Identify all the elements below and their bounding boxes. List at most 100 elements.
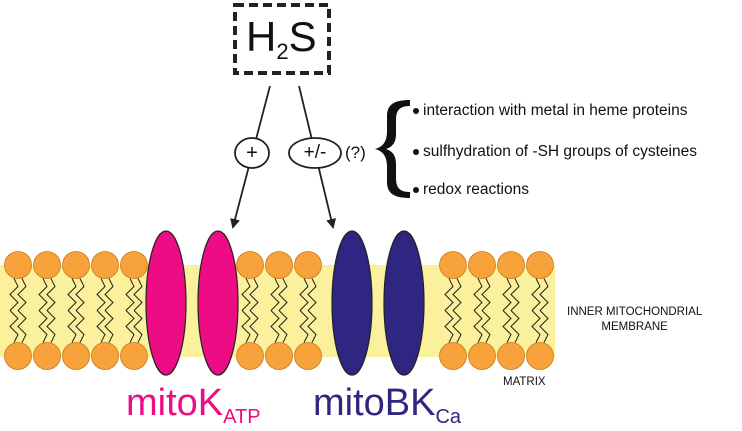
lipid-tail — [299, 278, 309, 311]
lipid-tail — [481, 310, 491, 343]
bkca-channel-label: mitoBKCa — [313, 380, 461, 431]
lipid-head — [33, 342, 61, 370]
katp-effect-sign: + — [246, 142, 258, 164]
bkca-effect-sign: +/- — [303, 142, 327, 163]
lipid-tail — [452, 278, 462, 311]
lipid-head — [4, 251, 32, 279]
lipid-tail — [46, 310, 56, 343]
lipid-head — [439, 342, 467, 370]
lipid-head — [497, 251, 525, 279]
lipid-tail — [307, 278, 317, 311]
lipid-tail — [9, 278, 19, 311]
lipid-head — [439, 251, 467, 279]
lipid-tail — [133, 278, 143, 311]
lipid-tail — [531, 310, 541, 343]
h2s-main: H — [246, 13, 277, 60]
lipid-tail — [241, 278, 251, 311]
lipid-tail — [96, 310, 106, 343]
bkca-channel-right — [383, 230, 425, 376]
lipid-tail — [444, 278, 454, 311]
lipid-tail — [473, 310, 483, 343]
lipid-tail — [9, 310, 19, 343]
lipid-tail — [67, 278, 77, 311]
lipid-tail — [452, 310, 462, 343]
lipid-tail — [67, 310, 77, 343]
katp-label-sub: ATP — [223, 406, 261, 428]
lipid-tail — [38, 310, 48, 343]
katp-channel-left — [145, 230, 187, 376]
lipid-head — [526, 342, 554, 370]
lipid-tails — [9, 278, 549, 343]
lipid-tail — [299, 310, 309, 343]
lipid-tail — [270, 278, 280, 311]
uncertain-marker: (?) — [345, 143, 366, 162]
lipid-head — [120, 342, 148, 370]
mechanisms-brace — [375, 100, 410, 198]
lipid-head — [468, 342, 496, 370]
lipid-head — [4, 342, 32, 370]
bkca-label-main: mitoBK — [313, 382, 436, 424]
lipid-tail — [17, 278, 27, 311]
katp-effect-circle — [234, 137, 270, 169]
lipid-tail — [539, 278, 549, 311]
lipid-tail — [278, 278, 288, 311]
lipid-tail — [125, 310, 135, 343]
mechanism-bullet — [413, 187, 419, 193]
lipid-tail — [241, 310, 251, 343]
lipid-head — [236, 342, 264, 370]
lipid-tail — [502, 278, 512, 311]
lipid-heads — [4, 251, 554, 370]
lipid-tail — [17, 310, 27, 343]
mechanism-item: redox reactions — [423, 181, 529, 198]
bkca-label-sub: Ca — [435, 406, 462, 428]
lipid-tail — [38, 278, 48, 311]
membrane-label-line1: INNER MITOCHONDRIAL — [567, 306, 703, 318]
lipid-tail — [278, 310, 288, 343]
matrix-label: MATRIX — [503, 376, 546, 388]
h2s-tail: S — [288, 13, 317, 60]
lipid-tail — [539, 310, 549, 343]
membrane-label-line2: MEMBRANE — [601, 321, 668, 333]
lipid-tail — [249, 310, 259, 343]
lipid-tail — [75, 310, 85, 343]
lipid-tail — [502, 310, 512, 343]
lipid-head — [294, 251, 322, 279]
h2s-label: H2S — [246, 12, 317, 77]
membrane-label: INNER MITOCHONDRIAL MEMBRANE — [567, 305, 702, 335]
lipid-tail — [473, 278, 483, 311]
lipid-tail — [270, 310, 280, 343]
mechanism-bullet — [413, 149, 419, 155]
lipid-tail — [75, 278, 85, 311]
lipid-tail — [444, 310, 454, 343]
h2s-subscript: 2 — [276, 39, 289, 64]
mechanism-bullet — [413, 108, 419, 114]
h2s-box — [233, 3, 331, 75]
lipid-tail — [96, 278, 106, 311]
lipid-tail — [125, 278, 135, 311]
bkca-effect-circle — [288, 137, 342, 169]
lipid-head — [265, 251, 293, 279]
lipid-tail — [104, 310, 114, 343]
lipid-head — [62, 342, 90, 370]
lipid-head — [526, 251, 554, 279]
lipid-tail — [510, 310, 520, 343]
lipid-tail — [510, 278, 520, 311]
lipid-tail — [531, 278, 541, 311]
lipid-tail — [481, 278, 491, 311]
lipid-head — [120, 251, 148, 279]
lipid-head — [265, 342, 293, 370]
mechanism-item: sulfhydration of -SH groups of cysteines — [423, 143, 697, 160]
lipid-head — [91, 342, 119, 370]
lipid-tail — [46, 278, 56, 311]
katp-channel-label: mitoKATP — [126, 380, 261, 431]
lipid-head — [91, 251, 119, 279]
lipid-head — [497, 342, 525, 370]
katp-label-main: mitoK — [126, 382, 224, 424]
membrane-bilayer — [0, 265, 555, 357]
lipid-head — [294, 342, 322, 370]
bkca-channel-left — [331, 230, 373, 376]
mechanism-item: interaction with metal in heme proteins — [423, 102, 688, 119]
lipid-tail — [307, 310, 317, 343]
